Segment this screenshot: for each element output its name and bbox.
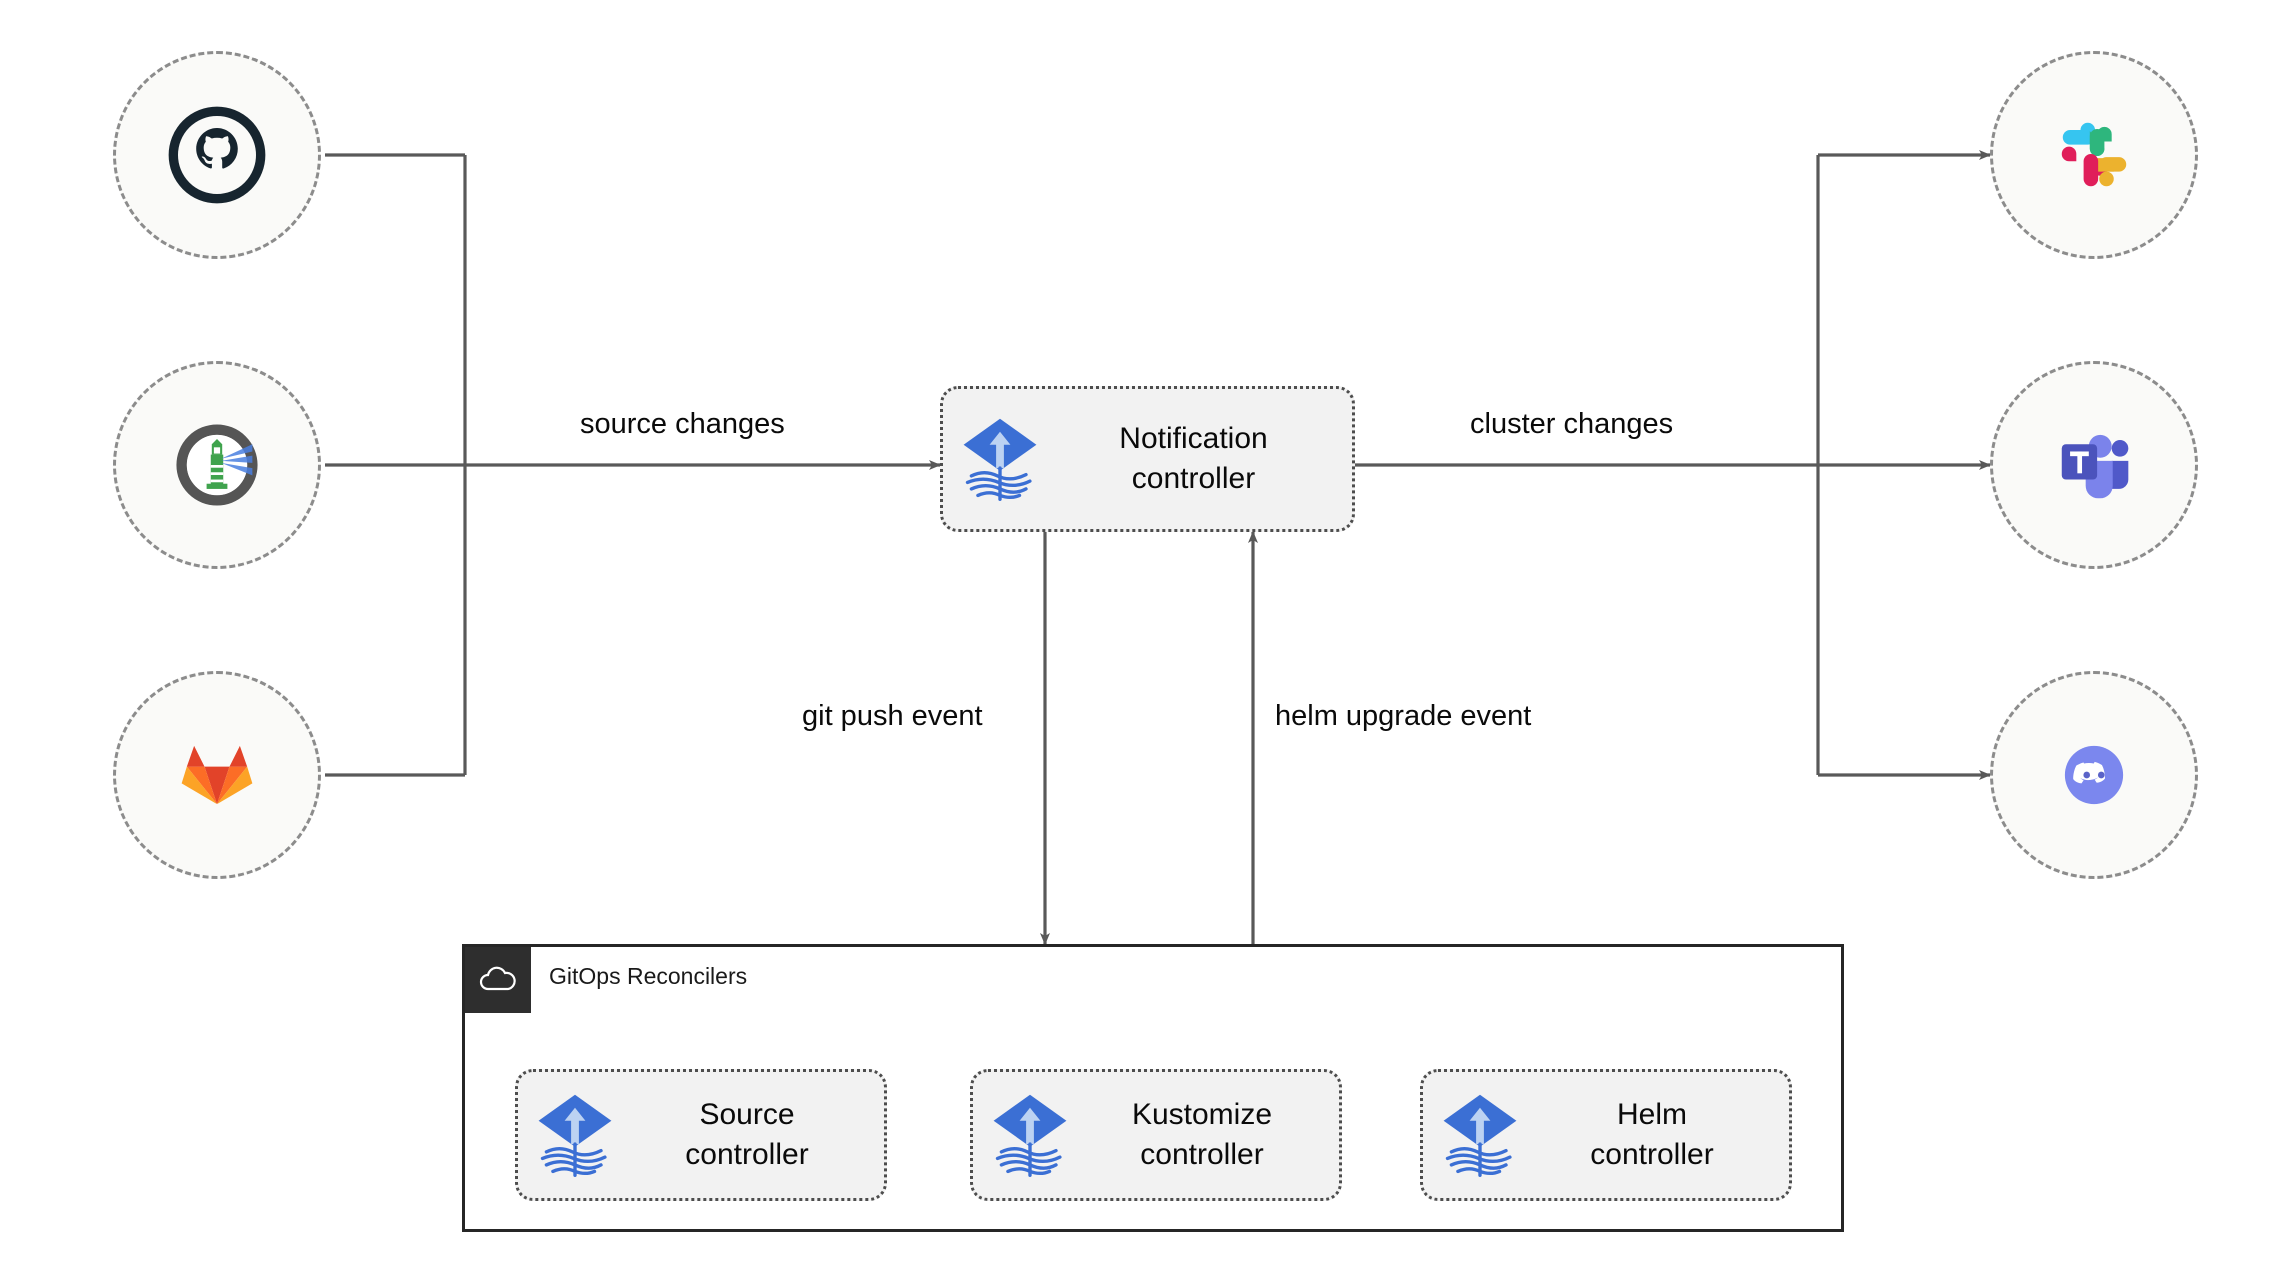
flux-icon [993,1094,1067,1177]
kustomize-controller-box[interactable]: Kustomize controller [970,1069,1342,1201]
edge-label-git-push-event: git push event [802,700,983,732]
slack-icon [2061,122,2127,187]
edge-label-helm-upgrade-event: helm upgrade event [1275,700,1532,732]
kustomize-controller-label: Kustomize controller [1131,1098,1273,1171]
destination-node-discord[interactable] [1990,671,2198,879]
gitops-reconcilers-container: GitOps Reconcilers Source controller [462,944,1844,1232]
destination-node-teams[interactable] [1990,361,2198,569]
notification-controller-label: Notification controller [1119,422,1268,495]
edge-label-cluster-changes: cluster changes [1470,408,1674,440]
destination-node-slack[interactable] [1990,51,2198,259]
helm-controller-label: Helm controller [1590,1098,1714,1171]
flux-icon [963,418,1037,501]
source-controller-box[interactable]: Source controller [515,1069,887,1201]
flux-icon [1443,1094,1517,1177]
source-node-bucket[interactable] [113,361,321,569]
github-icon [168,106,266,204]
notification-controller-box[interactable]: Notification controller [940,386,1355,532]
cloud-icon [479,966,516,991]
discord-icon [2064,745,2124,805]
helm-controller-box[interactable]: Helm controller [1420,1069,1792,1201]
source-node-github[interactable] [113,51,321,259]
source-controller-label: Source controller [685,1098,809,1171]
edge-label-source-changes: source changes [580,408,785,440]
gitlab-icon [181,745,253,805]
container-tab [465,947,531,1013]
flux-icon [538,1094,612,1177]
teams-icon [2061,434,2129,499]
source-node-gitlab[interactable] [113,671,321,879]
lighthouse-icon [176,424,258,506]
container-title: GitOps Reconcilers [549,963,748,989]
